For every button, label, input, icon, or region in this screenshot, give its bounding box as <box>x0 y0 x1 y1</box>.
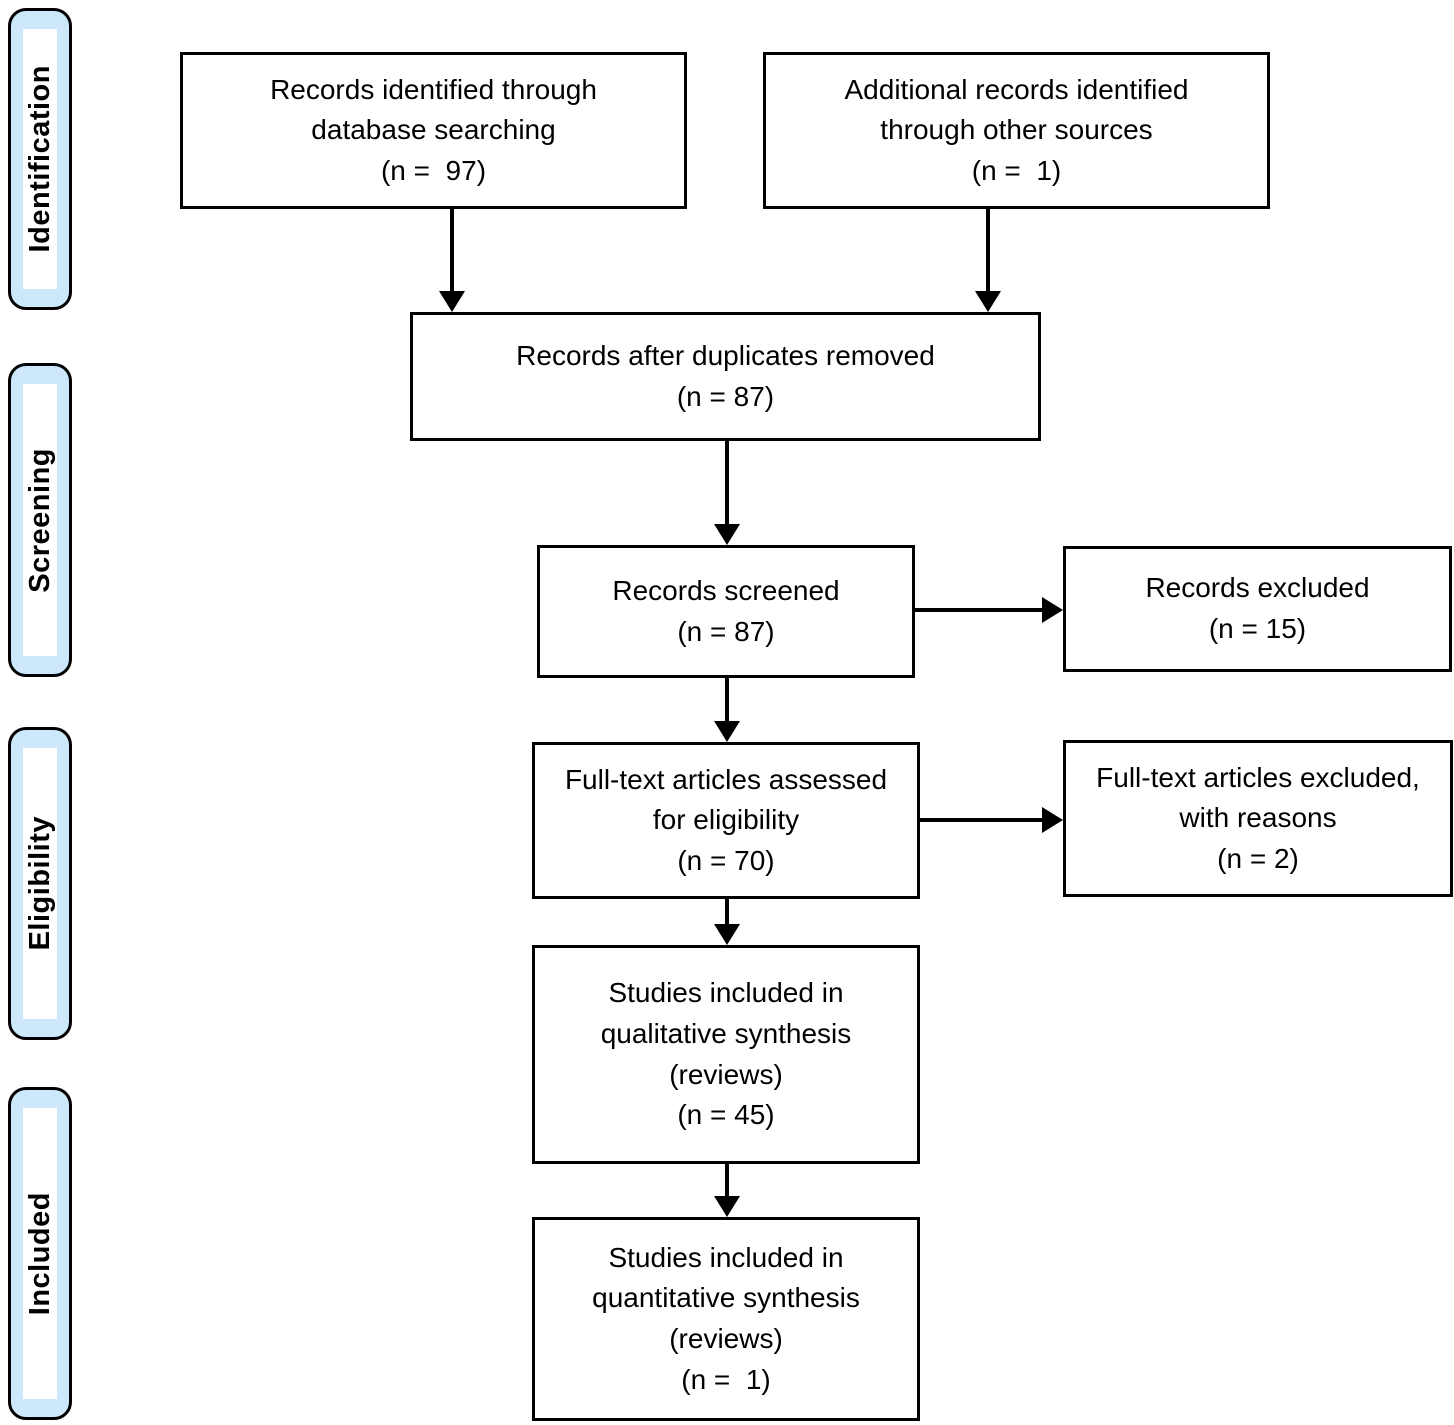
arrow-identified-to-dedup-head <box>439 291 465 312</box>
stage-included-panel: Included <box>23 1108 57 1399</box>
box-fulltext-assessed: Full-text articles assessed for eligibil… <box>532 742 920 899</box>
box-after-duplicates-text: Records after duplicates removed (n = 87… <box>516 339 935 412</box>
arrow-dedup-to-screened-line <box>725 441 729 525</box>
box-fulltext-excluded-text: Full-text articles excluded, with reason… <box>1096 761 1420 874</box>
box-records-identified-text: Records identified through database sear… <box>270 73 597 186</box>
box-additional-records-text: Additional records identified through ot… <box>844 73 1189 186</box>
arrow-identified-to-dedup-line <box>450 209 454 292</box>
box-after-duplicates: Records after duplicates removed (n = 87… <box>410 312 1041 441</box>
arrow-fulltext-to-qualitative-line <box>725 899 729 925</box>
arrow-dedup-to-screened-head <box>714 524 740 545</box>
stage-identification: Identification <box>8 8 72 310</box>
box-records-excluded: Records excluded (n = 15) <box>1063 546 1452 672</box>
arrow-screened-to-excluded-head <box>1042 597 1063 623</box>
stage-eligibility-panel: Eligibility <box>23 748 57 1019</box>
arrow-screened-to-excluded-line <box>915 608 1043 612</box>
box-qualitative-included: Studies included in qualitative synthesi… <box>532 945 920 1164</box>
stage-identification-panel: Identification <box>23 29 57 289</box>
arrow-additional-to-dedup-head <box>975 291 1001 312</box>
box-qualitative-included-text: Studies included in qualitative synthesi… <box>600 977 852 1131</box>
box-quantitative-included-text: Studies included in quantitative synthes… <box>592 1241 860 1395</box>
arrow-fulltext-to-excluded-head <box>1042 807 1063 833</box>
arrow-additional-to-dedup-line <box>986 209 990 292</box>
arrow-fulltext-to-qualitative-head <box>714 924 740 945</box>
stage-included-label: Included <box>23 1191 56 1316</box>
box-fulltext-assessed-text: Full-text articles assessed for eligibil… <box>564 763 888 876</box>
box-fulltext-excluded: Full-text articles excluded, with reason… <box>1063 740 1453 897</box>
stage-screening-label: Screening <box>23 447 56 593</box>
box-records-screened: Records screened (n = 87) <box>537 545 915 678</box>
stage-screening-panel: Screening <box>23 384 57 656</box>
arrow-qualitative-to-quantitative-line <box>725 1164 729 1197</box>
box-records-screened-text: Records screened (n = 87) <box>612 574 840 647</box>
stage-eligibility: Eligibility <box>8 727 72 1040</box>
arrow-fulltext-to-excluded-line <box>920 818 1043 822</box>
arrow-screened-to-fulltext-head <box>714 721 740 742</box>
box-records-excluded-text: Records excluded (n = 15) <box>1145 572 1370 644</box>
stage-included: Included <box>8 1087 72 1420</box>
box-additional-records: Additional records identified through ot… <box>763 52 1270 209</box>
stage-eligibility-label: Eligibility <box>23 816 56 951</box>
stage-screening: Screening <box>8 363 72 677</box>
arrow-screened-to-fulltext-line <box>725 678 729 722</box>
arrow-qualitative-to-quantitative-head <box>714 1196 740 1217</box>
stage-identification-label: Identification <box>23 65 56 253</box>
box-records-identified: Records identified through database sear… <box>180 52 687 209</box>
box-quantitative-included: Studies included in quantitative synthes… <box>532 1217 920 1421</box>
